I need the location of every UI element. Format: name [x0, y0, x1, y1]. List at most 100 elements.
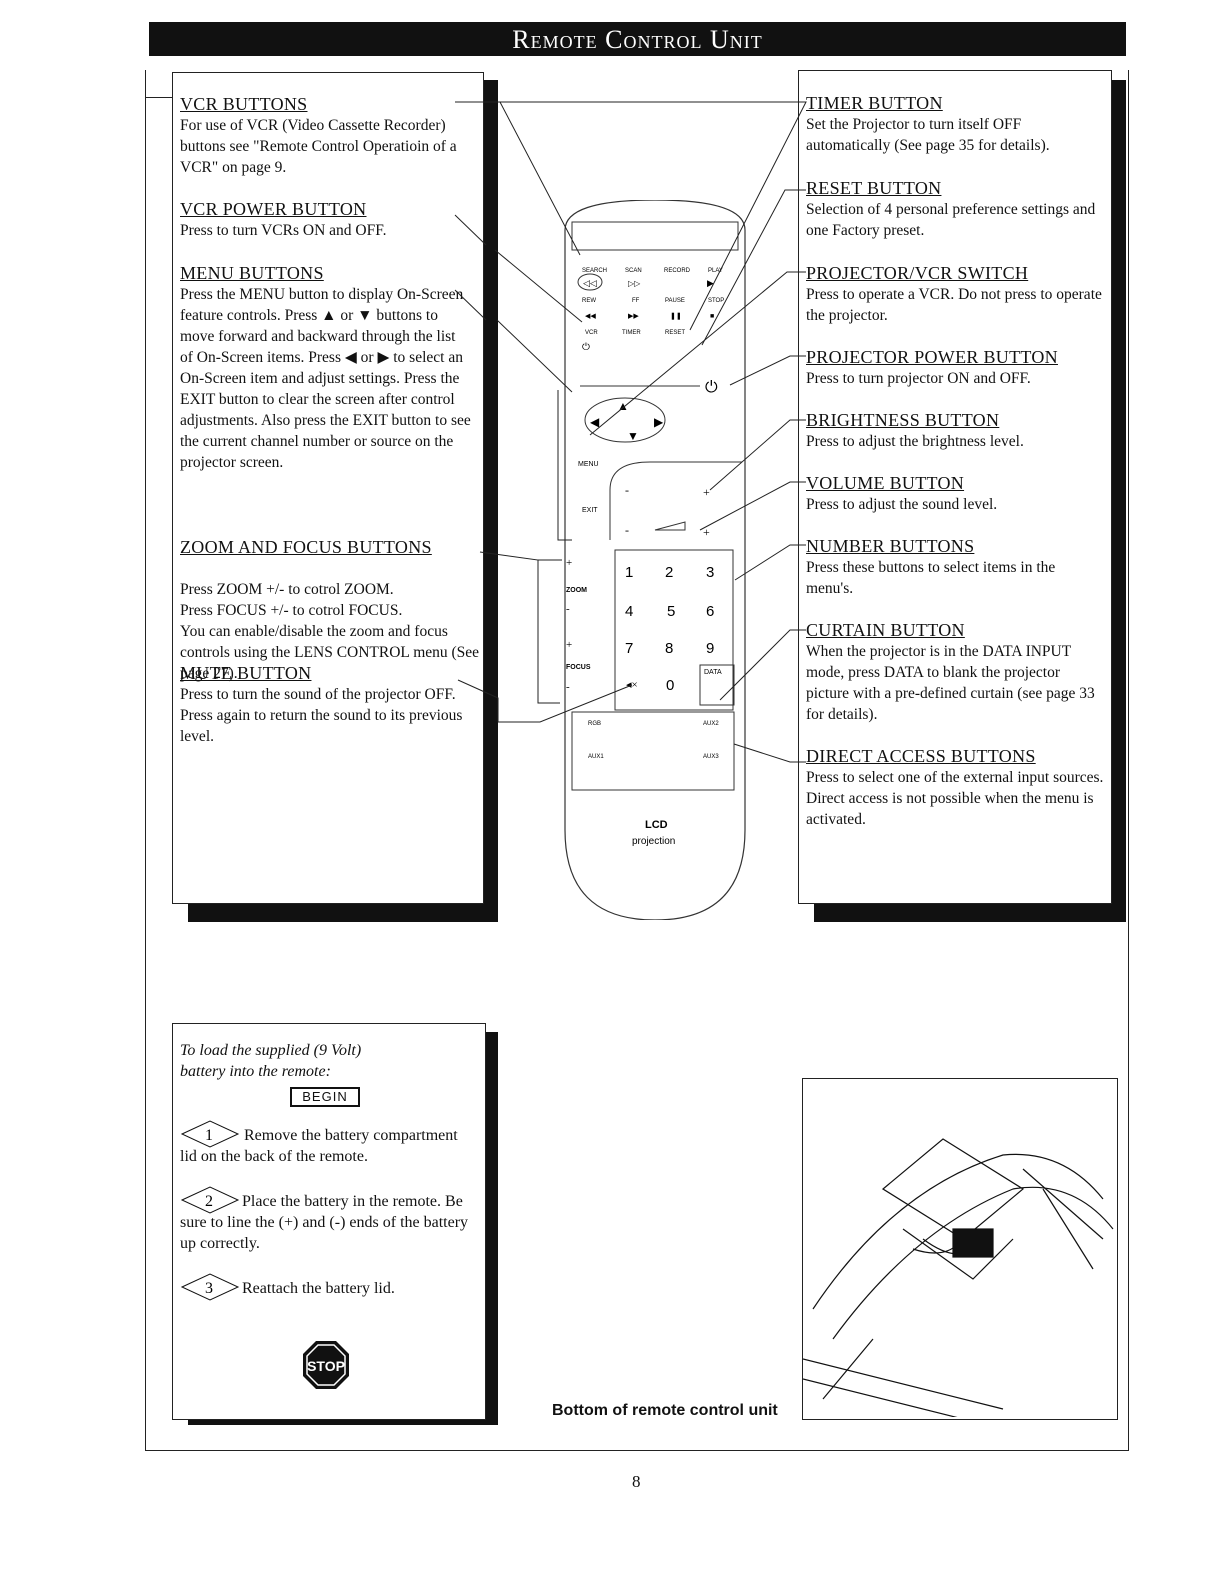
battery-intro: To load the supplied (9 Volt) battery in… [180, 1042, 362, 1080]
step-diamond-icon: 2 [180, 1186, 240, 1214]
section-heading: TIMER BUTTON [806, 93, 943, 113]
label-aux1: AUX1 [588, 754, 604, 760]
left-info-box [172, 72, 484, 904]
down-arrow-icon: ▼ [627, 429, 639, 443]
pause-icon: ❚❚ [670, 312, 682, 320]
frame-tick [145, 97, 172, 98]
label-play: PLAY [708, 268, 723, 274]
label-search: SEARCH [582, 268, 607, 274]
begin-badge: BEGIN [290, 1087, 360, 1107]
section-body: Press to operate a VCR. Do not press to … [806, 286, 1102, 324]
section-heading: PROJECTOR/VCR SWITCH [806, 263, 1029, 283]
digit-0: 0 [666, 677, 674, 694]
section-curtain: CURTAIN BUTTON When the projector is in … [806, 619, 1106, 725]
label-reset: RESET [665, 330, 685, 336]
rewind-icon: ◁◁ [583, 278, 597, 288]
section-brightness: BRIGHTNESS BUTTON Press to adjust the br… [806, 409, 1106, 452]
volume-plus: + [703, 525, 710, 539]
ff-icon: ▶▶ [628, 312, 639, 320]
section-body: Press to select one of the external inpu… [806, 769, 1104, 828]
page-number: 8 [632, 1472, 641, 1491]
label-data: DATA [704, 669, 722, 676]
section-heading: PROJECTOR POWER BUTTON [806, 347, 1058, 367]
section-body: Press to adjust the sound level. [806, 496, 998, 513]
label-stop: STOP [708, 298, 724, 304]
remote-outline [564, 200, 746, 920]
section-number: NUMBER BUTTONS Press these buttons to se… [806, 535, 1106, 599]
step-diamond-icon: 3 [180, 1273, 240, 1301]
digit-3: 3 [706, 564, 714, 581]
digit-2: 2 [665, 564, 673, 581]
svg-text:1: 1 [205, 1127, 213, 1144]
section-heading: BRIGHTNESS BUTTON [806, 410, 1000, 430]
volume-icon [654, 521, 686, 531]
digit-5: 5 [667, 603, 675, 620]
battery-instructions: To load the supplied (9 Volt) battery in… [180, 1040, 470, 1301]
section-heading: ZOOM AND FOCUS BUTTONS [180, 537, 432, 557]
digit-1: 1 [625, 564, 633, 581]
section-heading: MENU BUTTONS [180, 263, 324, 283]
section-vcr-buttons: VCR BUTTONS For use of VCR (Video Casset… [180, 93, 480, 178]
brand-projection: projection [632, 836, 675, 847]
section-heading: VOLUME BUTTON [806, 473, 965, 493]
step-text: Reattach the battery lid. [242, 1280, 395, 1297]
digit-6: 6 [706, 603, 714, 620]
digit-9: 9 [706, 640, 714, 657]
projector-power-icon: ⏻ [705, 379, 718, 396]
digit-7: 7 [625, 640, 633, 657]
digit-4: 4 [625, 603, 633, 620]
section-heading: DIRECT ACCESS BUTTONS [806, 746, 1036, 766]
battery-step-3: 3 Reattach the battery lid. [180, 1273, 470, 1301]
section-menu-buttons: MENU BUTTONS Press the MENU button to di… [180, 262, 472, 473]
left-arrow-icon: ◀ [590, 415, 600, 429]
svg-text:STOP: STOP [307, 1358, 345, 1374]
section-heading: VCR BUTTONS [180, 94, 308, 114]
section-body: Press to turn the sound of the projector… [180, 686, 463, 745]
step-text: Remove the battery compartment lid on th… [180, 1127, 458, 1165]
stop-icon: ■ [710, 312, 714, 320]
label-focus: FOCUS [566, 664, 591, 671]
label-scan: SCAN [625, 268, 642, 274]
remote-bottom-illustration [803, 1138, 1114, 1417]
zoom-plus: + [566, 557, 572, 569]
battery-step-1: 1 Remove the battery compartment lid on … [180, 1120, 470, 1167]
svg-text:3: 3 [205, 1280, 213, 1297]
remote-illustration: SEARCH SCAN RECORD PLAY ◁◁ ▷▷ ▶ REW FF P… [564, 200, 746, 920]
outer-frame [145, 70, 1129, 1451]
play-icon: ▶ [707, 278, 714, 288]
focus-minus: - [566, 681, 570, 693]
section-body: Press the MENU button to display On-Scre… [180, 286, 471, 471]
stop-sign-icon: STOP [303, 1341, 349, 1389]
label-pause: PAUSE [665, 298, 685, 304]
brand-lcd: LCD [645, 819, 668, 831]
label-ff: FF [632, 298, 640, 304]
section-heading: CURTAIN BUTTON [806, 620, 965, 640]
focus-plus: + [566, 639, 572, 651]
label-zoom: ZOOM [566, 587, 587, 594]
remote-display [571, 221, 739, 251]
section-timer: TIMER BUTTON Set the Projector to turn i… [806, 92, 1106, 156]
label-record: RECORD [664, 268, 691, 274]
mute-icon: ◂× [626, 679, 638, 691]
section-volume: VOLUME BUTTON Press to adjust the sound … [806, 472, 1106, 515]
forward-icon: ▷▷ [628, 279, 641, 288]
svg-text:2: 2 [205, 1193, 213, 1210]
section-body: Set the Projector to turn itself OFF aut… [806, 116, 1050, 154]
section-heading: NUMBER BUTTONS [806, 536, 975, 556]
section-body: Press these buttons to select items in t… [806, 559, 1056, 597]
rew-icon: ◀◀ [585, 312, 596, 320]
label-menu: MENU [578, 461, 599, 468]
label-rgb: RGB [588, 721, 601, 727]
right-arrow-icon: ▶ [654, 415, 664, 429]
step-text: Place the battery in the remote. Be sure… [180, 1193, 469, 1252]
section-body: Press to turn VCRs ON and OFF. [180, 222, 387, 239]
volume-minus: - [625, 523, 629, 537]
section-body: For use of VCR (Video Cassette Recorder)… [180, 117, 457, 176]
section-body: When the projector is in the DATA INPUT … [806, 643, 1095, 723]
step-diamond-icon: 1 [180, 1120, 240, 1148]
label-vcr: VCR [585, 330, 598, 336]
section-body: Press to turn projector ON and OFF. [806, 370, 1031, 387]
label-aux3: AUX3 [703, 754, 719, 760]
label-rew: REW [582, 298, 596, 304]
section-heading: VCR POWER BUTTON [180, 199, 367, 219]
